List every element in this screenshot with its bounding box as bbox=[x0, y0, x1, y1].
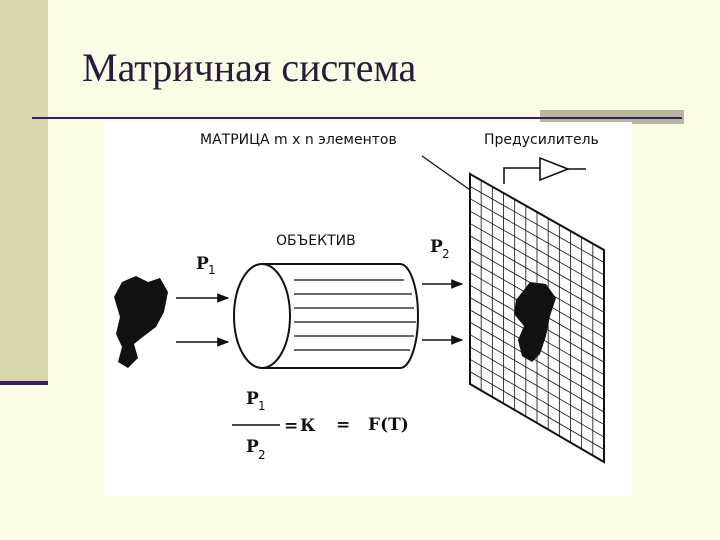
p2-subscript: 2 bbox=[442, 247, 450, 261]
left-accent-bar bbox=[0, 0, 48, 384]
grid-row-line bbox=[469, 235, 605, 313]
formula-ft: F(T) bbox=[368, 415, 409, 435]
p2-label: P bbox=[430, 237, 443, 257]
p1-label: P bbox=[196, 254, 209, 274]
matrix-grid bbox=[469, 172, 605, 464]
diagram-svg: МАТРИЦА m x n элементов Предусилитель ОБ… bbox=[114, 132, 605, 464]
preamp-wire-in bbox=[503, 167, 540, 184]
formula-denominator-sub: 2 bbox=[258, 448, 266, 462]
grid-row-line bbox=[469, 198, 605, 276]
grid-row-line bbox=[469, 371, 605, 450]
grid-row-line bbox=[469, 334, 605, 413]
grid-row-line bbox=[469, 186, 605, 263]
slide-title: Матричная система bbox=[82, 45, 417, 90]
grid-row-line bbox=[469, 210, 605, 288]
matrix-label: МАТРИЦА m x n элементов bbox=[200, 132, 397, 148]
grid-row-line bbox=[469, 346, 605, 425]
grid-row-line bbox=[469, 358, 605, 438]
projected-image-shape bbox=[514, 282, 556, 362]
formula-equals-2: = bbox=[336, 415, 350, 435]
p1-subscript: 1 bbox=[208, 263, 216, 277]
lens-label: ОБЪЕКТИВ bbox=[276, 233, 356, 249]
formula-denominator: P bbox=[246, 437, 259, 457]
left-accent-underline bbox=[0, 381, 48, 385]
formula: P 1 P 2 = К = F(T) bbox=[232, 389, 409, 462]
formula-numerator-sub: 1 bbox=[258, 399, 266, 413]
grid-row-line bbox=[469, 223, 605, 301]
preamp-label: Предусилитель bbox=[484, 132, 599, 148]
lens-cylinder bbox=[233, 263, 419, 369]
preamp-triangle bbox=[539, 156, 571, 182]
formula-numerator: P bbox=[246, 389, 259, 409]
matrix-system-figure: МАТРИЦА m x n элементов Предусилитель ОБ… bbox=[104, 122, 632, 496]
title-rule bbox=[32, 117, 682, 119]
formula-k: К bbox=[300, 416, 316, 436]
formula-equals-1: = bbox=[284, 416, 298, 436]
source-object-shape bbox=[114, 276, 168, 368]
grid-row-line bbox=[469, 321, 605, 400]
